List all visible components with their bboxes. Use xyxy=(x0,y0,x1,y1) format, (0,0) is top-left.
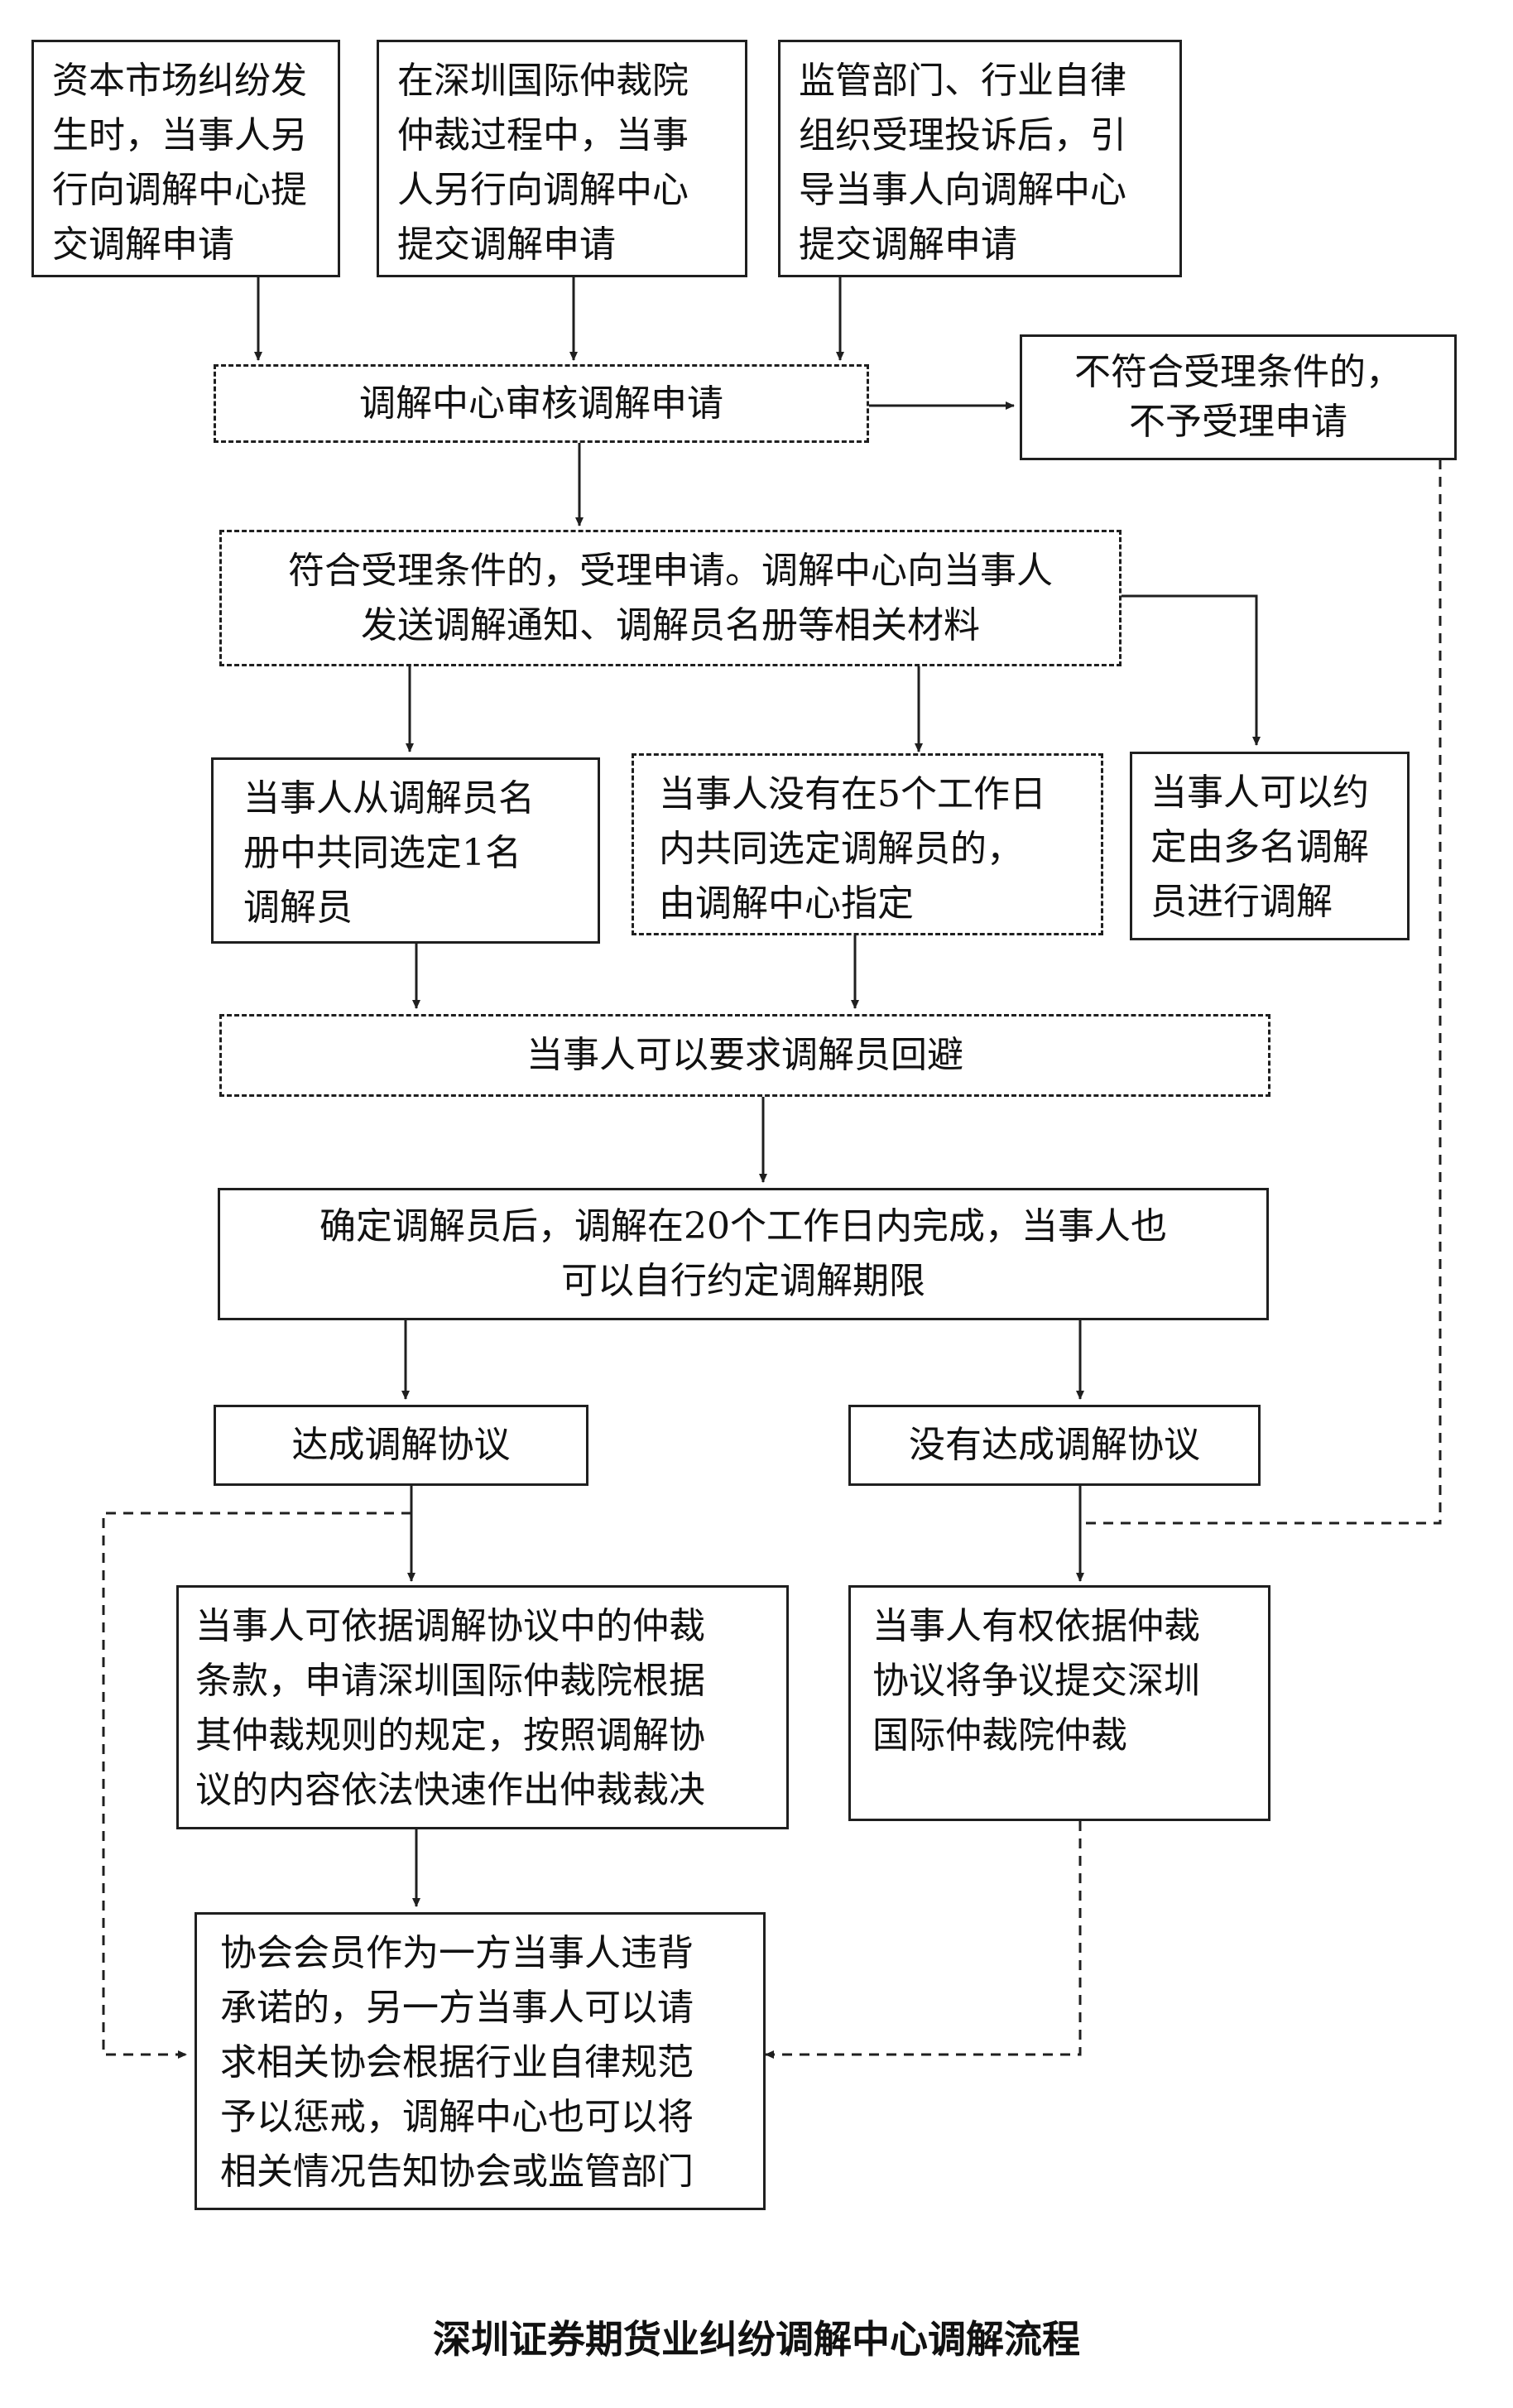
multiple-mediators-box: 当事人可以约 定由多名调解 员进行调解 xyxy=(1130,752,1410,940)
source-box-arbitration: 在深圳国际仲裁院 仲裁过程中，当事 人另行向调解中心 提交调解申请 xyxy=(377,40,747,277)
recusal-box-text: 当事人可以要求调解员回避 xyxy=(526,1034,963,1076)
dashed-reached-to-discipline xyxy=(102,1512,411,2059)
not-reached-box: 没有达成调解协议 xyxy=(848,1405,1261,1486)
source-box-capital-market: 资本市场纠纷发 生时，当事人另 行向调解中心提 交调解申请 xyxy=(31,40,340,277)
source-box-regulator-text: 监管部门、行业自律 组织受理投诉后，引 导当事人向调解中心 提交调解申请 xyxy=(799,60,1126,266)
not-reached-box-text: 没有达成调解协议 xyxy=(909,1424,1200,1466)
period-box: 确定调解员后，调解在20个工作日内完成，当事人也 可以自行约定调解期限 xyxy=(218,1188,1269,1320)
reject-box-text: 不符合受理条件的， 不予受理申请 xyxy=(1074,351,1402,443)
center-assigns-box: 当事人没有在5个工作日 内共同选定调解员的， 由调解中心指定 xyxy=(632,753,1103,935)
accept-box-text: 符合受理条件的，受理申请。调解中心向当事人 发送调解通知、调解员名册等相关材料 xyxy=(288,549,1053,646)
arrow-accept-multiple xyxy=(1122,594,1261,746)
source-box-arbitration-text: 在深圳国际仲裁院 仲裁过程中，当事 人另行向调解中心 提交调解申请 xyxy=(397,60,689,266)
reject-box: 不符合受理条件的， 不予受理申请 xyxy=(1020,334,1457,460)
arbitration-award-box-text: 当事人可依据调解协议中的仲裁 条款，申请深圳国际仲裁院根据 其仲裁规则的规定，按… xyxy=(195,1605,705,1811)
recusal-box: 当事人可以要求调解员回避 xyxy=(219,1014,1270,1097)
discipline-box: 协会会员作为一方当事人违背 承诺的，另一方当事人可以请 求相关协会根据行业自律规… xyxy=(195,1912,766,2210)
center-assigns-box-text: 当事人没有在5个工作日 内共同选定调解员的， 由调解中心指定 xyxy=(659,773,1046,925)
reached-box: 达成调解协议 xyxy=(214,1405,588,1486)
multiple-mediators-box-text: 当事人可以约 定由多名调解 员进行调解 xyxy=(1150,771,1369,923)
diagram-caption: 深圳证券期货业纠纷调解中心调解流程 xyxy=(433,2317,1080,2362)
discipline-box-text: 协会会员作为一方当事人违背 承诺的，另一方当事人可以请 求相关协会根据行业自律规… xyxy=(220,1932,694,2193)
arbitration-submit-box-text: 当事人有权依据仲裁 协议将争议提交深圳 国际仲裁院仲裁 xyxy=(872,1605,1200,1757)
dashed-submit-to-discipline xyxy=(765,1821,1082,2059)
choose-mediator-box-text: 当事人从调解员名 册中共同选定1名 调解员 xyxy=(243,777,535,929)
accept-box: 符合受理条件的，受理申请。调解中心向当事人 发送调解通知、调解员名册等相关材料 xyxy=(219,530,1122,666)
source-box-regulator: 监管部门、行业自律 组织受理投诉后，引 导当事人向调解中心 提交调解申请 xyxy=(778,40,1182,277)
arbitration-award-box: 当事人可依据调解协议中的仲裁 条款，申请深圳国际仲裁院根据 其仲裁规则的规定，按… xyxy=(176,1585,789,1829)
choose-mediator-box: 当事人从调解员名 册中共同选定1名 调解员 xyxy=(211,757,600,944)
arbitration-submit-box: 当事人有权依据仲裁 协议将争议提交深圳 国际仲裁院仲裁 xyxy=(848,1585,1270,1821)
source-box-capital-market-text: 资本市场纠纷发 生时，当事人另 行向调解中心提 交调解申请 xyxy=(52,60,307,266)
reached-box-text: 达成调解协议 xyxy=(291,1424,511,1466)
review-box-text: 调解中心审核调解申请 xyxy=(359,382,723,425)
dashed-reject-to-arbitration xyxy=(1080,459,1442,1525)
review-box: 调解中心审核调解申请 xyxy=(214,364,869,443)
period-box-text: 确定调解员后，调解在20个工作日内完成，当事人也 可以自行约定调解期限 xyxy=(319,1205,1167,1302)
